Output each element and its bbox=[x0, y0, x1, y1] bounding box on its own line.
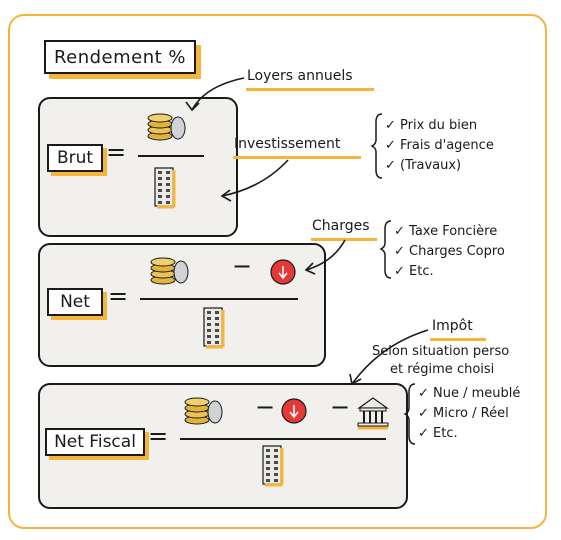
net-fiscal-label: Net Fiscal bbox=[45, 428, 145, 456]
net-equals: = bbox=[108, 282, 129, 310]
down-arrow-circle-icon bbox=[281, 398, 307, 424]
annotation-investissement: Investissement bbox=[234, 136, 341, 152]
list-item: ✓ Taxe Foncière bbox=[394, 224, 498, 239]
arrow-charges bbox=[305, 239, 346, 271]
net-fraction-line bbox=[140, 298, 298, 300]
coins-icon bbox=[150, 257, 189, 285]
net-fiscal-equals: = bbox=[148, 422, 169, 450]
brut-label: Brut bbox=[47, 144, 103, 172]
loyers-underline bbox=[246, 88, 374, 91]
list-item: ✓ Prix du bien bbox=[385, 118, 478, 133]
building-icon bbox=[153, 166, 176, 209]
page-title: Rendement % bbox=[44, 40, 196, 74]
charges-list: ✓ Taxe Foncière ✓ Charges Copro ✓ Etc. bbox=[394, 222, 505, 282]
building-icon bbox=[202, 306, 225, 349]
brut-equals: = bbox=[106, 138, 127, 166]
list-item: ✓ Frais d'agence bbox=[385, 138, 494, 153]
investissement-list: ✓ Prix du bien ✓ Frais d'agence ✓ (Trava… bbox=[385, 116, 494, 176]
down-arrow-circle-icon bbox=[270, 259, 296, 285]
annotation-charges: Charges bbox=[312, 218, 370, 234]
charges-underline bbox=[311, 238, 377, 241]
net-minus: − bbox=[232, 252, 253, 280]
net-fiscal-fraction-line bbox=[180, 438, 386, 440]
brut-fraction-line bbox=[138, 155, 204, 157]
coins-icon bbox=[184, 397, 223, 425]
list-item: ✓ (Travaux) bbox=[385, 158, 462, 173]
coins-icon bbox=[147, 113, 186, 141]
list-item: ✓ Micro / Réel bbox=[418, 406, 509, 421]
net-fiscal-minus-1: − bbox=[255, 393, 276, 421]
building-icon bbox=[261, 444, 284, 487]
charges-bracket bbox=[379, 220, 392, 279]
investissement-bracket bbox=[370, 113, 383, 179]
list-item: ✓ Charges Copro bbox=[394, 244, 505, 259]
list-item: ✓ Nue / meublé bbox=[418, 386, 521, 401]
annotation-loyers-annuels: Loyers annuels bbox=[247, 68, 353, 84]
annotation-impot-sub1: Selon situation perso bbox=[372, 344, 510, 359]
annotation-impot: Impôt bbox=[432, 318, 473, 334]
arrow-impot bbox=[351, 329, 429, 385]
annotation-impot-sub2: et régime choisi bbox=[390, 362, 495, 377]
impot-bracket bbox=[403, 383, 416, 445]
arrow-loyers bbox=[191, 77, 245, 111]
impot-underline bbox=[430, 338, 486, 341]
net-label: Net bbox=[47, 288, 103, 316]
investissement-underline bbox=[233, 156, 361, 159]
bank-building-icon bbox=[356, 396, 390, 430]
list-item: ✓ Etc. bbox=[418, 426, 458, 441]
arrow-investissement bbox=[221, 159, 289, 197]
impot-list: ✓ Nue / meublé ✓ Micro / Réel ✓ Etc. bbox=[418, 384, 520, 444]
list-item: ✓ Etc. bbox=[394, 264, 434, 279]
diagram-frame bbox=[8, 14, 547, 529]
net-fiscal-minus-2: − bbox=[330, 393, 351, 421]
